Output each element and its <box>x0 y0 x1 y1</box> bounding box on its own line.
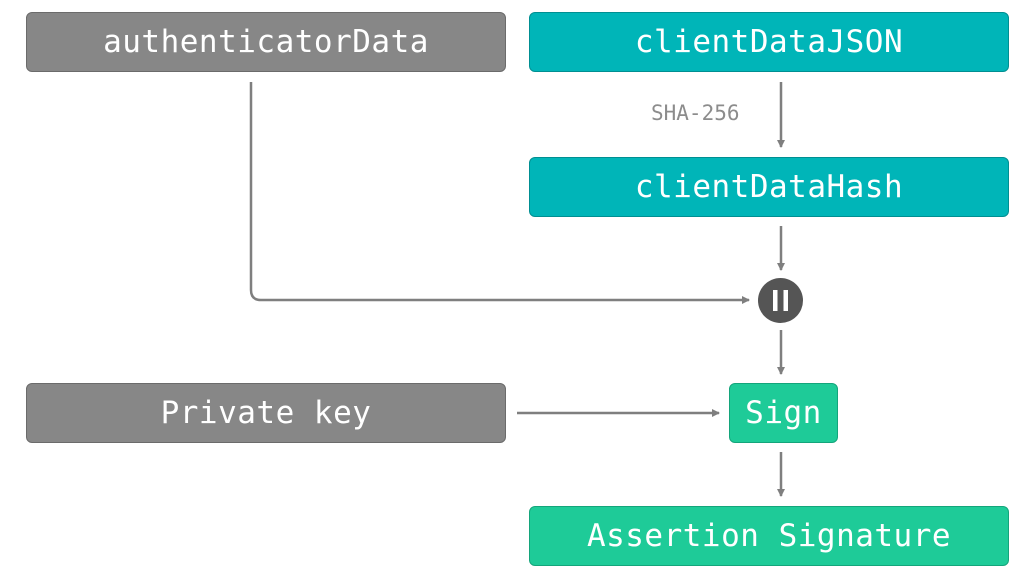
assertion-signature-box: Assertion Signature <box>529 506 1009 566</box>
concatenation-icon <box>758 278 803 323</box>
sign-label: Sign <box>745 395 822 431</box>
sha256-edge-label: SHA-256 <box>651 101 740 125</box>
authenticator-data-label: authenticatorData <box>103 24 429 60</box>
client-data-json-label: clientDataJSON <box>634 24 904 60</box>
authenticator-data-box: authenticatorData <box>26 12 506 72</box>
private-key-box: Private key <box>26 383 506 443</box>
client-data-hash-box: clientDataHash <box>529 157 1009 217</box>
assertion-signature-label: Assertion Signature <box>586 518 952 554</box>
sign-box: Sign <box>729 383 838 443</box>
client-data-hash-label: clientDataHash <box>634 169 904 205</box>
arrow-authdata-to-concat <box>249 82 750 304</box>
client-data-json-box: clientDataJSON <box>529 12 1009 72</box>
private-key-label: Private key <box>160 395 372 431</box>
